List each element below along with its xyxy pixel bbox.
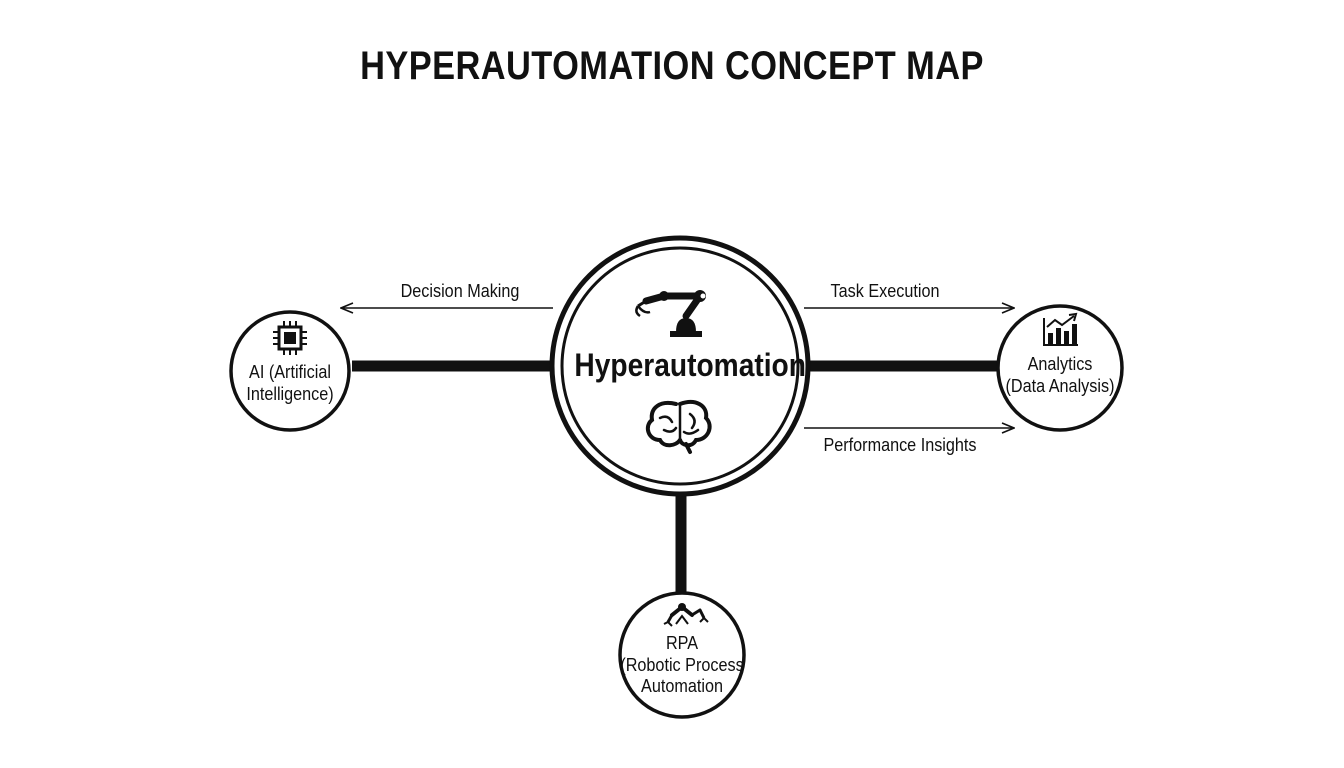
center-node-label: Hyperautomation: [574, 347, 806, 383]
robot-arm-icon: [635, 290, 706, 337]
rpa-robot-arm-icon: [663, 603, 709, 627]
analytics-node-circle: [996, 304, 1124, 432]
rpa-node-label-line2: (Robotic Process: [620, 654, 744, 675]
rpa-node-label: RPA (Robotic Process Automation: [619, 633, 745, 698]
center-node-outer-ring: [549, 235, 811, 497]
edge-label-decision-making: Decision Making: [400, 281, 520, 301]
brain-icon: [645, 399, 712, 454]
rpa-node-circle: [618, 591, 746, 719]
analytics-node-label-line1: Analytics: [1027, 354, 1093, 374]
bar-chart-icon: [1043, 312, 1078, 346]
rpa-node-label-line3: Automation: [641, 676, 723, 697]
center-node-inner-ring: [560, 246, 800, 486]
analytics-node-label-line2: (Data Analysis): [1005, 375, 1115, 396]
analytics-node-label: Analytics (Data Analysis): [1002, 354, 1119, 397]
page-title: HYPERAUTOMATION CONCEPT MAP: [360, 44, 984, 88]
cpu-chip-icon: [273, 321, 307, 355]
edge-label-task-execution: Task Execution: [830, 281, 940, 301]
ai-node-label: AI (Artificial Intelligence): [236, 362, 344, 405]
ai-node-circle: [229, 310, 351, 432]
rpa-node-label-line1: RPA: [665, 633, 699, 653]
ai-node-label-line1: AI (Artificial: [249, 362, 331, 382]
edge-label-performance-insights: Performance Insights: [823, 435, 977, 455]
ai-node-label-line2: Intelligence): [246, 383, 334, 404]
